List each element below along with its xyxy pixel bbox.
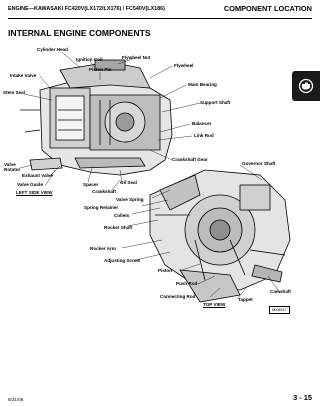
label-spring-retainer: Spring Retainer	[84, 205, 119, 210]
label-piston: Piston	[158, 268, 173, 273]
label-rocker-shaft: Rocker Shaft	[104, 225, 133, 230]
label-main-bearing: Main Bearing	[188, 82, 217, 87]
label-flywheel-nut: Flywheel Nut	[122, 55, 151, 60]
page-title: INTERNAL ENGINE COMPONENTS	[8, 28, 151, 38]
label-valve-rotator: Valve Rotator	[4, 162, 21, 173]
label-exhaust-valve: Exhaust Valve	[22, 173, 53, 178]
label-piston-pin: Piston Pin	[89, 67, 112, 72]
label-tappet: Tappet	[238, 297, 253, 302]
left-side-view-drawing	[20, 59, 173, 176]
label-link-rod: Link Rod	[194, 133, 214, 138]
label-stem-seal: Stem Seal	[3, 90, 25, 95]
label-governor-shaft: Governor Shaft	[242, 161, 276, 166]
label-balancer: Balancer	[192, 121, 212, 126]
label-valve-spring: Valve Spring	[116, 197, 144, 202]
label-oil-seal: Oil Seal	[120, 180, 137, 185]
label-spacer: Spacer	[83, 182, 99, 187]
label-flywheel: Flywheel	[174, 63, 194, 68]
leader-lines	[19, 51, 281, 299]
header-left-text: ENGINE—KAWASAKI FC420V(LX172/LX176) / FC…	[8, 6, 165, 12]
label-valve-guide: Valve Guide	[17, 182, 44, 187]
header-right-text: COMPONENT LOCATION	[223, 4, 312, 13]
label-cylinder-head: Cylinder Head	[37, 47, 68, 52]
label-adjusting-screw: Adjusting Screw	[104, 258, 140, 263]
label-top-view: TOP VIEW	[203, 302, 226, 307]
section-tab	[292, 71, 320, 101]
footer-date: 6/21/06	[8, 397, 24, 402]
label-camshaft: Camshaft	[270, 289, 291, 294]
figure-number: MX8517	[269, 306, 290, 314]
label-push-rod: Push Rod	[176, 281, 198, 286]
engine-cutaway-figure: Cylinder Head Ignition Coil Flywheel Nut…	[0, 40, 320, 340]
label-rocker-arm: Rocker Arm	[90, 246, 116, 251]
footer-page-number: 3 - 15	[293, 393, 312, 402]
label-left-side-view: LEFT SIDE VIEW	[16, 190, 53, 195]
engine-icon	[298, 78, 314, 94]
label-ignition-coil: Ignition Coil	[76, 57, 103, 62]
label-crankshaft: Crankshaft	[92, 189, 116, 194]
header-rule	[8, 18, 312, 19]
label-intake-valve: Intake Valve	[10, 73, 37, 78]
label-collets: Collets	[114, 213, 130, 218]
label-support-shaft: Support Shaft	[200, 100, 231, 105]
engine-illustration	[19, 51, 291, 303]
label-crankshaft-gear: Crankshaft Gear	[172, 157, 208, 162]
label-connecting-rod: Connecting Rod	[160, 294, 196, 299]
top-view-drawing	[149, 169, 291, 303]
